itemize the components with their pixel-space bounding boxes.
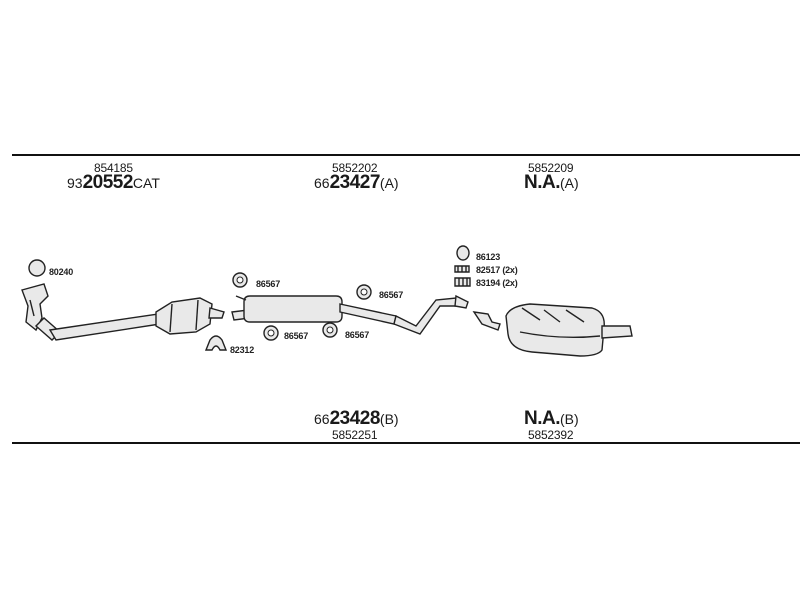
column-1-number: 854185	[94, 161, 133, 175]
catalytic-converter-icon	[155, 297, 225, 335]
clamp-icon	[204, 335, 228, 351]
rubber-hanger-icon	[356, 284, 372, 300]
column-3-bottom-number: 5852392	[528, 428, 574, 442]
clamp-label: 82312	[230, 345, 255, 355]
column-1-ref-suffix: CAT	[132, 175, 160, 191]
column-3-ref-suffix: (A)	[560, 175, 579, 191]
column-3-ref-bold: N.A.	[524, 172, 561, 193]
rubber-hanger-icon	[322, 322, 338, 338]
middle-silencer-icon	[231, 294, 469, 335]
column-2-ref-suffix: (A)	[379, 175, 399, 191]
column-1-ref-prefix: 93	[67, 175, 83, 191]
column-2-bottom-ref-prefix: 66	[314, 411, 330, 427]
spring-icon	[454, 277, 471, 287]
ring-label: 86123	[476, 252, 501, 262]
ring-icon	[456, 245, 470, 261]
gasket-icon	[28, 259, 46, 277]
column-2-bottom-ref-suffix: (B)	[379, 411, 399, 427]
column-1-reference: 9320552CAT	[67, 172, 160, 193]
column-2-bottom-number: 5852251	[332, 428, 378, 442]
rubber-hanger-icon	[232, 272, 248, 288]
rubber-hanger-icon	[263, 325, 279, 341]
bolt-label: 82517 (2x)	[476, 265, 518, 275]
front-pipe-icon	[21, 283, 161, 341]
column-3-bottom-ref-suffix: (B)	[560, 411, 579, 427]
spring-label: 83194 (2x)	[476, 278, 518, 288]
hanger-label-bottom-right: 86567	[345, 330, 370, 340]
bottom-rule	[12, 442, 800, 444]
hanger-label-top-right: 86567	[379, 290, 404, 300]
gasket-label: 80240	[49, 267, 74, 277]
column-3-reference: N.A.(A)	[524, 172, 579, 193]
column-3-bottom-reference: N.A.(B)	[524, 408, 579, 429]
column-2-bottom-ref-bold: 23428	[329, 408, 381, 429]
column-2-bottom-reference: 6623428(B)	[314, 408, 399, 429]
column-2-number: 5852202	[332, 161, 378, 175]
top-rule	[12, 154, 800, 156]
column-1-ref-bold: 20552	[82, 172, 134, 193]
column-2-ref-prefix: 66	[314, 175, 330, 191]
column-2-reference: 6623427(A)	[314, 172, 399, 193]
hanger-label-bottom-left: 86567	[284, 331, 309, 341]
column-3-bottom-ref-bold: N.A.	[524, 408, 561, 429]
bolt-icon	[454, 265, 470, 273]
column-3-number: 5852209	[528, 161, 574, 175]
rear-silencer-icon	[472, 303, 633, 357]
column-2-ref-bold: 23427	[329, 172, 381, 193]
hanger-label-top-left: 86567	[256, 279, 281, 289]
